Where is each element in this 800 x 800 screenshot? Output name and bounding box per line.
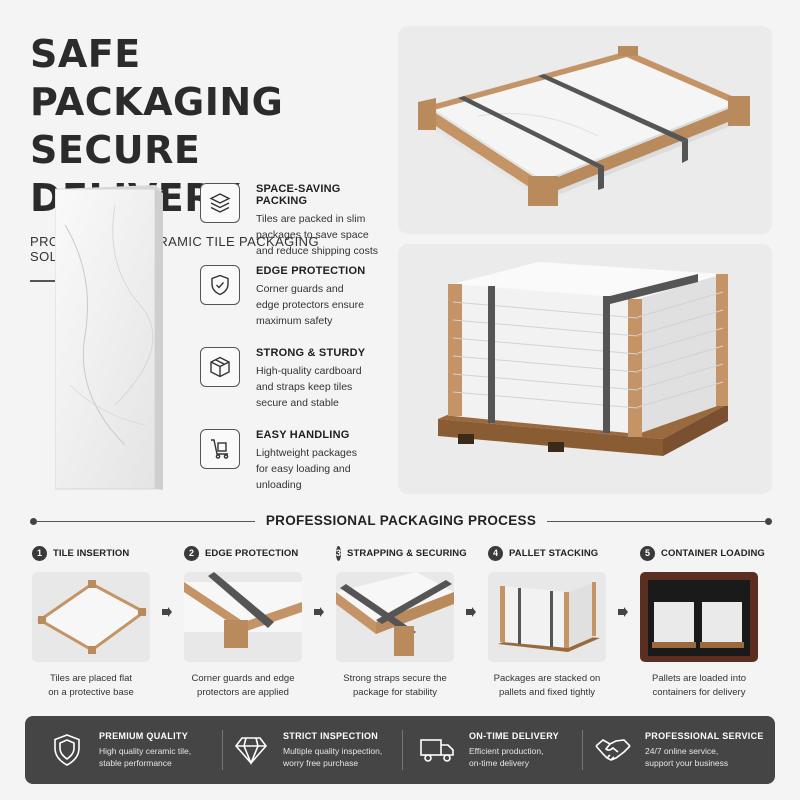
step-number: 1: [32, 545, 47, 561]
handshake-icon: [593, 736, 633, 764]
badge-separator: [582, 730, 583, 770]
step-name: STRAPPING & SECURING: [347, 547, 467, 559]
step-number: 3: [336, 545, 342, 561]
headline-line-1: SAFE PACKAGING: [30, 32, 284, 124]
arrow-right-icon: [618, 607, 628, 617]
process-header: PROFESSIONAL PACKAGING PROCESS: [30, 512, 772, 530]
step-name: CONTAINER LOADING: [661, 547, 765, 559]
feature-space-saving: SPACE-SAVING PACKING Tiles are packed in…: [200, 183, 390, 257]
feature-title: EDGE PROTECTION: [256, 265, 366, 277]
step-image: [184, 572, 302, 662]
badge-premium-quality: PREMIUM QUALITY High quality ceramic til…: [47, 716, 191, 784]
badge-separator: [402, 730, 403, 770]
feature-title: STRONG & STURDY: [256, 347, 366, 359]
marble-tile-image: [55, 185, 163, 490]
feature-title: SPACE-SAVING PACKING: [256, 183, 341, 207]
badge-description: High quality ceramic tile,stable perform…: [99, 746, 192, 768]
arrow-right-icon: [162, 607, 172, 617]
step-name: TILE INSERTION: [53, 547, 130, 559]
stacked-layers-icon: [200, 183, 240, 223]
process-step-4: 4 PALLET STACKING Packages are stacked on…: [488, 544, 618, 700]
process-title: PROFESSIONAL PACKAGING PROCESS: [265, 513, 537, 528]
features-list: SPACE-SAVING PACKING Tiles are packed in…: [200, 183, 390, 511]
arrow-right-icon: [314, 607, 324, 617]
step-image: [640, 572, 758, 662]
divider-line-right: [547, 521, 765, 522]
badge-title: PROFESSIONAL SERVICE: [645, 731, 764, 741]
shield-icon: [47, 733, 87, 767]
photo-strapped-package: [398, 26, 772, 234]
step-number: 4: [488, 545, 503, 561]
box-icon: [200, 347, 240, 387]
step-image: [488, 572, 606, 662]
badge-on-time-delivery: ON-TIME DELIVERY Efficient production,on…: [417, 716, 559, 784]
step-name: PALLET STACKING: [509, 547, 599, 559]
step-image: [336, 572, 454, 662]
shield-check-icon: [200, 265, 240, 305]
badge-title: ON-TIME DELIVERY: [469, 731, 559, 741]
quality-badges-bar: PREMIUM QUALITY High quality ceramic til…: [25, 716, 775, 784]
divider-dot-right: [765, 518, 772, 525]
process-step-3: 3 STRAPPING & SECURING Strong straps secu…: [336, 544, 467, 700]
divider-line-left: [37, 521, 255, 522]
photo-pallet-stack: [398, 244, 772, 494]
arrow-right-icon: [466, 607, 476, 617]
diamond-icon: [231, 735, 271, 765]
step-image: [32, 572, 150, 662]
badge-professional-service: PROFESSIONAL SERVICE 24/7 online service…: [593, 716, 764, 784]
badge-title: PREMIUM QUALITY: [99, 731, 188, 741]
hand-truck-icon: [200, 429, 240, 469]
step-number: 5: [640, 545, 655, 561]
feature-title: EASY HANDLING: [256, 429, 350, 441]
divider-dot-left: [30, 518, 37, 525]
badge-title: STRICT INSPECTION: [283, 731, 379, 741]
badge-description: Efficient production,on-time delivery: [469, 746, 544, 768]
badge-strict-inspection: STRICT INSPECTION Multiple quality inspe…: [231, 716, 382, 784]
step-number: 2: [184, 545, 199, 561]
badge-separator: [222, 730, 223, 770]
badge-description: Multiple quality inspection,worry free p…: [283, 746, 383, 768]
process-step-5: 5 CONTAINER LOADING Pallets are loaded in…: [640, 544, 770, 700]
badge-description: 24/7 online service,support your busines…: [645, 746, 729, 768]
step-name: EDGE PROTECTION: [205, 547, 299, 559]
truck-icon: [417, 736, 457, 764]
